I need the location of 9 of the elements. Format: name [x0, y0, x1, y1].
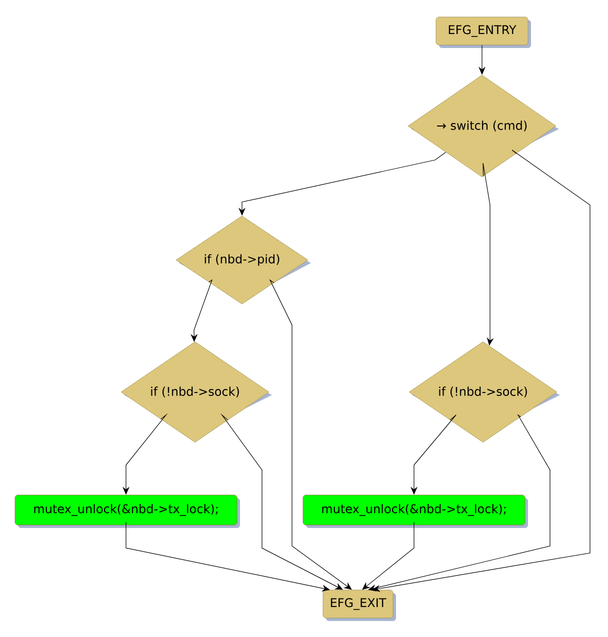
action-box: mutex_unlock(&nbd->tx_lock);	[14, 494, 240, 528]
arrow	[220, 413, 343, 590]
arrow	[269, 279, 352, 590]
terminal-box: EFG_EXIT	[322, 590, 396, 621]
action-box: mutex_unlock(&nbd->tx_lock);	[302, 494, 528, 528]
arrow	[368, 414, 550, 592]
arrow	[362, 522, 414, 590]
terminal-box: EFG_ENTRY	[436, 16, 531, 48]
arrow	[372, 150, 590, 592]
